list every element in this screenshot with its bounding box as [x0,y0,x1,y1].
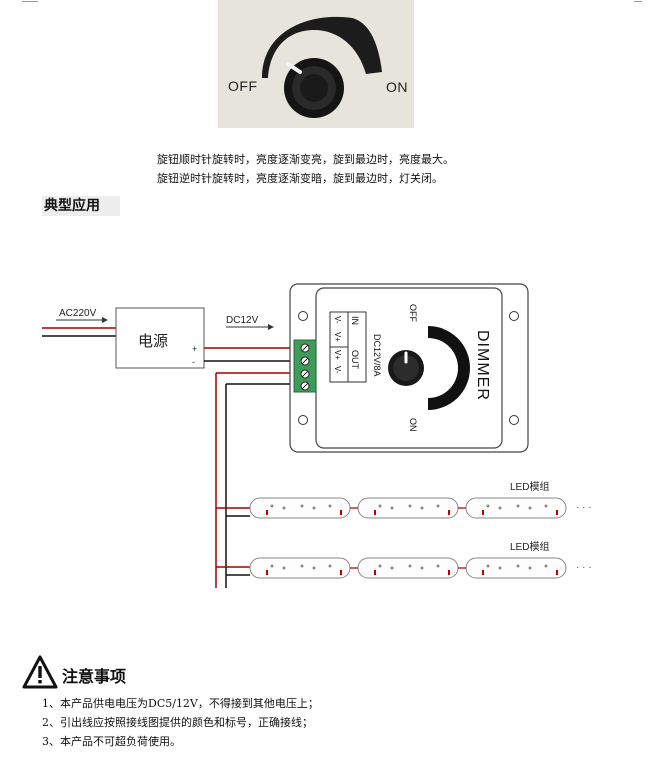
in-label: IN [350,316,360,325]
note-item-1: 1、本产品供电电压为DC5/12V，不得接到其他电压上； [42,697,319,710]
knob-illustration [258,0,382,118]
section-title: 典型应用 [42,196,120,216]
led-module-label-1: LED模组 [510,480,549,493]
note-item-2: 2、引出线应按照接线图提供的颜色和标号，正确接线； [42,716,313,729]
input-voltage-label: AC220V [59,308,97,319]
led-strip-row-2: LED模组 · · · [249,540,592,579]
led-ellipsis-2: · · · [576,562,592,573]
description-line-2: 旋钮逆时针旋转时，亮度逐渐变暗，旋到最边时，灯关闭。 [157,172,443,185]
dimmer-rating: DC12V/8A [372,334,382,377]
top-edge-mark [22,1,38,2]
top-edge-mark-right [634,1,642,2]
warning-icon [22,655,58,689]
terminal-label-3: V+ [333,350,342,360]
dimmer-on-label: ON [408,418,418,432]
terminal-label-2: V+ [333,332,342,342]
note-item-3: 3、本产品不可超负荷使用。 [42,735,181,748]
terminal-block [293,339,317,393]
led-module-label-2: LED模组 [510,540,549,553]
power-supply-box [115,307,205,369]
description-line-1: 旋钮顺时针旋转时，亮度逐渐变亮，旋到最边时，亮度最大。 [157,153,454,166]
knob-photo: OFF ON [218,0,414,128]
knob-off-label: OFF [228,78,258,94]
knob-on-label: ON [386,79,408,95]
out-label: OUT [350,350,360,370]
terminal-label-4: V- [333,366,342,374]
dimmer-off-label: OFF [408,304,418,322]
power-supply-label: 电源 [138,333,168,350]
dimmer-arc [428,326,470,410]
output-voltage-label: DC12V [226,315,259,326]
power-plus: + [192,344,197,354]
led-ellipsis-1: · · · [576,502,592,513]
notes-title: 注意事项 [62,667,127,686]
dimmer-title: DIMMER [474,330,491,401]
power-minus: - [192,357,195,367]
terminal-label-1: V- [333,316,342,324]
wiring-diagram: AC220V 电源 + - DC12V [40,270,620,604]
led-strip-row-1: LED模组 · · · [249,480,592,519]
